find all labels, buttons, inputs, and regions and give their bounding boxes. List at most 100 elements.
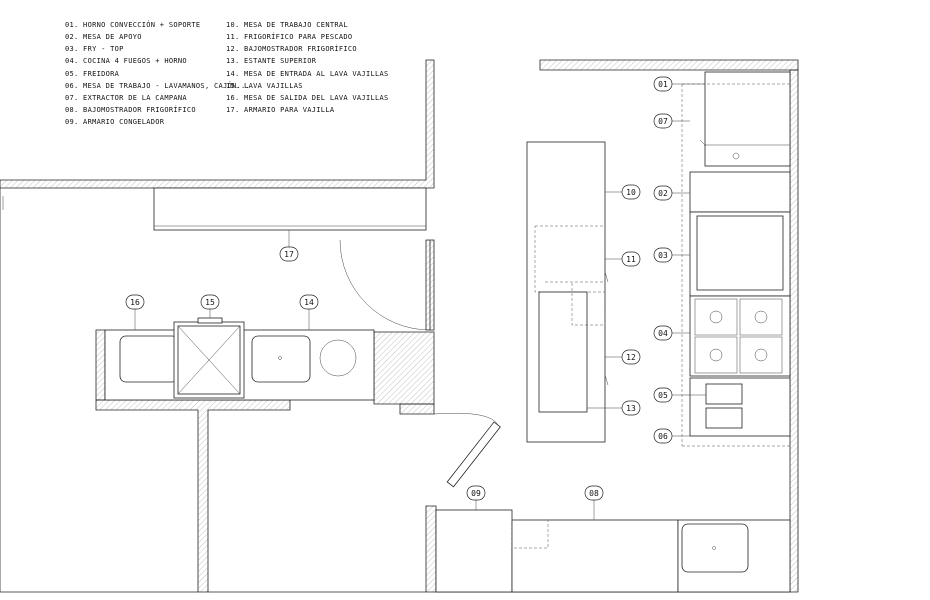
- legend-item-12: 12. BAJOMOSTRADOR FRIGORÍFICO: [226, 44, 357, 53]
- dishwasher-cross-b: [177, 325, 241, 395]
- svg-text:06: 06: [658, 432, 668, 441]
- svg-text:12: 12: [626, 353, 636, 362]
- burner-grid-4: [739, 336, 783, 374]
- wall-corridor-top: [0, 59, 435, 189]
- dish-cabinet: [153, 187, 427, 231]
- svg-text:05: 05: [658, 391, 668, 400]
- legend-item-09: 09. ARMARIO CONGELADOR: [65, 118, 165, 126]
- island-handle-a: [604, 271, 609, 283]
- legend-item-08: 08. BAJOMOSTRADOR FRIGORÍFICO: [65, 105, 196, 114]
- tag-01: 01: [653, 76, 673, 92]
- legend-item-17: 17. ARMARIO PARA VAJILLA: [226, 106, 335, 114]
- legend-item-04: 04. COCINA 4 FUEGOS + HORNO: [65, 57, 187, 65]
- bottom-counters: [435, 509, 791, 593]
- cooking-line: [681, 71, 791, 447]
- wall-kitchen-top: [539, 59, 799, 71]
- under-counter-fridge-bottom: [511, 519, 679, 593]
- central-island: [526, 141, 609, 443]
- svg-text:08: 08: [589, 489, 599, 498]
- burner-ring-2: [754, 310, 768, 324]
- tag-06: 06: [653, 428, 673, 444]
- support-table: [689, 171, 791, 213]
- waste-bin: [319, 339, 357, 377]
- tag-16: 16: [125, 294, 145, 310]
- fryer-basket-2: [705, 407, 743, 429]
- tag-05: 05: [653, 387, 673, 403]
- legend-item-16: 16. MESA DE SALIDA DEL LAVA VAJILLAS: [226, 94, 389, 102]
- wall-kitchen-left-lower: [425, 505, 437, 593]
- legend: 01. HORNO CONVECCIÓN + SOPORTE 02. MESA …: [65, 20, 389, 126]
- burner-grid-1: [694, 298, 738, 336]
- svg-text:07: 07: [658, 117, 668, 126]
- svg-text:11: 11: [626, 255, 636, 264]
- wall-washing-right: [373, 331, 435, 405]
- tag-10: 10: [621, 184, 641, 200]
- doors: [339, 239, 501, 488]
- extractor-mark: [699, 139, 707, 147]
- svg-text:17: 17: [284, 250, 294, 259]
- tag-04: 04: [653, 325, 673, 341]
- legend-item-14: 14. MESA DE ENTRADA AL LAVA VAJILLAS: [226, 70, 389, 78]
- tag-03: 03: [653, 247, 673, 263]
- legend-item-13: 13. ESTANTE SUPERIOR: [226, 57, 317, 65]
- legend-item-06: 06. MESA DE TRABAJO - LAVAMANOS, CAJÓN..…: [65, 81, 250, 90]
- wall-kitchen-right: [789, 69, 799, 593]
- under-counter-fridge-center: [538, 291, 588, 413]
- oven-knob: [732, 152, 740, 160]
- leader-lines: [134, 83, 706, 520]
- burners: [694, 298, 783, 374]
- wall-lower-left-top-right: [399, 403, 435, 415]
- door-swing-corridor: [339, 239, 431, 331]
- svg-text:09: 09: [471, 489, 481, 498]
- tag-09: 09: [466, 485, 486, 501]
- legend-item-10: 10. MESA DE TRABAJO CENTRAL: [226, 21, 348, 29]
- legend-item-11: 11. FRIGORÍFICO PARA PESCADO: [226, 32, 352, 41]
- legend-item-03: 03. FRY - TOP: [65, 45, 124, 53]
- burner-ring-4: [754, 348, 768, 362]
- door-leaf-kitchen: [446, 421, 501, 488]
- svg-text:01: 01: [658, 80, 668, 89]
- tag-11: 11: [621, 251, 641, 267]
- outlet-table-basin: [119, 335, 179, 383]
- tag-02: 02: [653, 185, 673, 201]
- convection-oven: [704, 71, 791, 167]
- legend-item-07: 07. EXTRACTOR DE LA CAMPANA: [65, 94, 187, 102]
- fridge-drawer-outline: [511, 519, 549, 549]
- freezer-cabinet: [435, 509, 513, 593]
- svg-text:10: 10: [626, 188, 636, 197]
- legend-item-15: 15. LAVA VAJILLAS: [226, 82, 303, 90]
- burner-ring-3: [709, 348, 723, 362]
- wall-washing-left: [95, 329, 106, 401]
- tag-14: 14: [299, 294, 319, 310]
- svg-text:04: 04: [658, 329, 668, 338]
- dishwasher-handle: [197, 317, 223, 324]
- wall-lower-left-top: [95, 399, 291, 593]
- svg-text:03: 03: [658, 251, 668, 260]
- tag-13: 13: [621, 400, 641, 416]
- item-tags: 01 07 02 03 04 05 06 10 11 12 13 08 09 1…: [125, 76, 673, 501]
- burner-ring-1: [709, 310, 723, 324]
- tag-17: 17: [279, 246, 299, 262]
- legend-item-02: 02. MESA DE APOYO: [65, 33, 142, 41]
- burner-grid-2: [739, 298, 783, 336]
- legend-item-01: 01. HORNO CONVECCIÓN + SOPORTE: [65, 20, 200, 29]
- legend-item-05: 05. FREIDORA: [65, 70, 120, 78]
- tag-08: 08: [584, 485, 604, 501]
- legend-column-1: 01. HORNO CONVECCIÓN + SOPORTE 02. MESA …: [65, 20, 250, 126]
- inlet-sink-drain: [278, 356, 282, 360]
- tag-12: 12: [621, 349, 641, 365]
- island-handle-b: [604, 374, 609, 386]
- legend-column-2: 10. MESA DE TRABAJO CENTRAL 11. FRIGORÍF…: [226, 21, 389, 114]
- fry-top-plate: [696, 215, 784, 291]
- svg-text:13: 13: [626, 404, 636, 413]
- corner-sink-drain: [712, 546, 716, 550]
- burner-grid-3: [694, 336, 738, 374]
- washing-line: [104, 317, 375, 401]
- walls: [0, 59, 799, 593]
- door-swing-kitchen: [433, 412, 499, 426]
- tag-07: 07: [653, 113, 673, 129]
- svg-text:15: 15: [205, 298, 215, 307]
- svg-text:14: 14: [304, 298, 314, 307]
- corner-sink-basin: [681, 523, 749, 573]
